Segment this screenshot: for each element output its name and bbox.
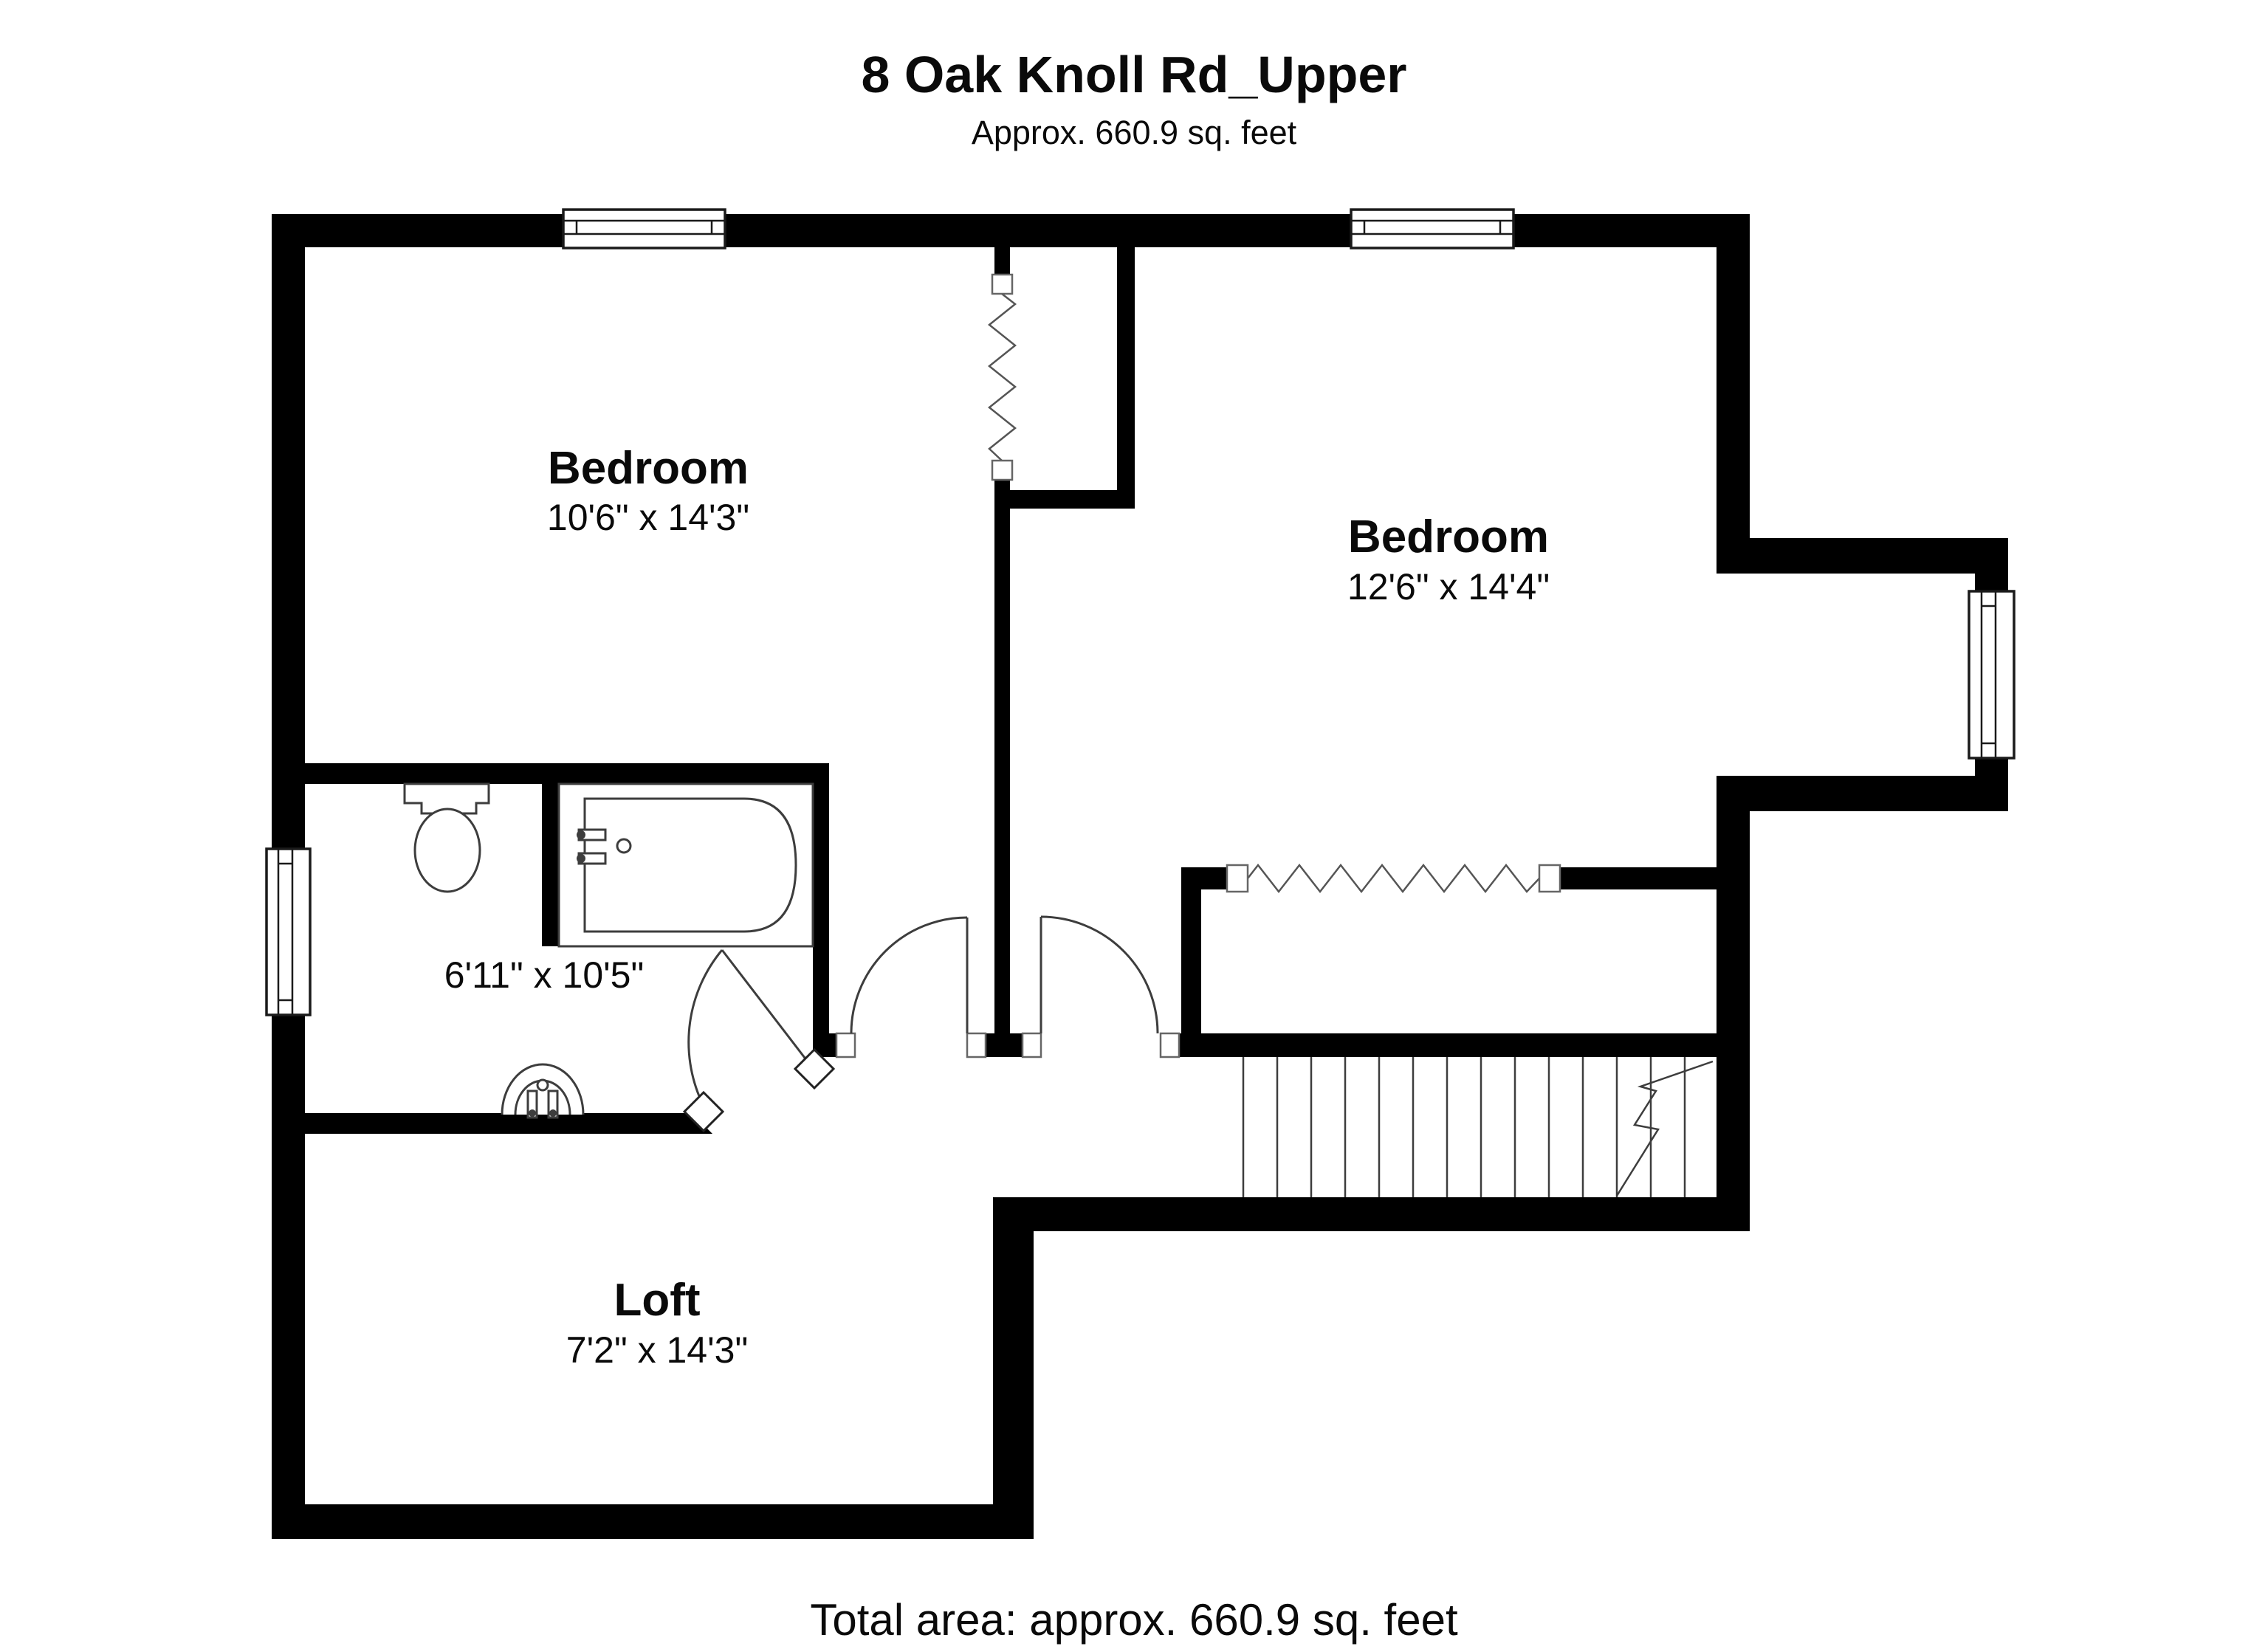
wall-top-exterior xyxy=(272,214,1750,247)
room-dims-bathroom: 6'11" x 10'5" xyxy=(444,954,645,996)
room-dims-loft: 7'2" x 14'3" xyxy=(566,1329,748,1371)
bathtub-fixture xyxy=(557,782,814,948)
wall-closet1-bottom xyxy=(994,490,1135,509)
wall-bedroom-divider xyxy=(994,477,1010,1033)
wall-hall-center-stub xyxy=(986,1033,1023,1057)
room-label-loft: Loft xyxy=(614,1275,700,1326)
door-post-marker xyxy=(793,1047,836,1090)
wall-bay-right-lower xyxy=(1975,758,2008,776)
door-bathroom xyxy=(682,949,836,1133)
wall-stair-bottom xyxy=(993,1197,1750,1231)
wall-loft-right xyxy=(993,1197,1034,1539)
window-icon-top-left xyxy=(562,208,726,249)
room-label-bedroom2: Bedroom xyxy=(1348,512,1549,562)
wall-hall-right xyxy=(1179,1033,1717,1057)
door-jamb xyxy=(1159,1032,1181,1058)
door-jamb xyxy=(991,459,1014,481)
window-icon-bay xyxy=(1968,590,2016,760)
window-icon-top-right xyxy=(1350,208,1515,249)
door-bedroom2 xyxy=(1040,915,1159,1034)
wall-bedroom-divider-stub-top xyxy=(994,247,1010,275)
door-jamb xyxy=(1226,864,1249,893)
wall-closet2-stub-right xyxy=(1560,867,1717,889)
wall-right-upper xyxy=(1717,214,1750,538)
wall-bedroom2-left xyxy=(1117,247,1135,509)
wall-bay-right-upper xyxy=(1975,574,2008,591)
walls xyxy=(272,214,2008,1539)
wall-bay-bottom xyxy=(1717,776,2008,811)
stair-direction-line xyxy=(1615,1060,1714,1197)
page-title: 8 Oak Knoll Rd_Upper xyxy=(861,46,1406,103)
wall-loft-bottom xyxy=(272,1504,1034,1539)
windows xyxy=(265,208,2016,1016)
doors xyxy=(682,915,1181,1133)
room-dims-bedroom1: 10'6" x 14'3" xyxy=(547,497,749,538)
toilet-fixture xyxy=(403,782,490,893)
fixtures xyxy=(403,782,814,1119)
door-jamb xyxy=(1538,864,1561,893)
room-dims-bedroom2: 12'6" x 14'4" xyxy=(1347,566,1550,607)
sink-fixture xyxy=(501,1063,585,1119)
page-subtitle: Approx. 660.9 sq. feet xyxy=(972,114,1297,151)
wall-bathroom-bottom xyxy=(305,1113,692,1134)
accordion-door-closet2 xyxy=(1247,863,1540,894)
accordion-door-closet1 xyxy=(987,293,1017,461)
wall-bathroom-right xyxy=(813,763,829,1033)
wall-right-lower xyxy=(1717,811,1750,1231)
door-jamb xyxy=(1021,1032,1042,1058)
wall-bathroom-top xyxy=(305,763,829,784)
door-bedroom1 xyxy=(850,916,969,1034)
wall-closet2-west xyxy=(1181,889,1201,1033)
door-jamb xyxy=(991,273,1014,295)
wall-toilet-tub-divider xyxy=(542,763,559,946)
door-jamb xyxy=(835,1032,856,1058)
door-post-marker xyxy=(682,1090,725,1133)
door-jamb xyxy=(966,1032,987,1058)
room-label-bedroom1: Bedroom xyxy=(548,443,749,494)
closet-doors xyxy=(987,273,1561,894)
wall-bay-top xyxy=(1717,538,2008,574)
labels: 8 Oak Knoll Rd_Upper Approx. 660.9 sq. f… xyxy=(444,46,1550,1645)
stairs xyxy=(1242,1057,1714,1197)
window-icon-left xyxy=(265,847,312,1016)
wall-closet2-stub-left xyxy=(1181,867,1227,889)
total-area-label: Total area: approx. 660.9 sq. feet xyxy=(810,1595,1458,1645)
